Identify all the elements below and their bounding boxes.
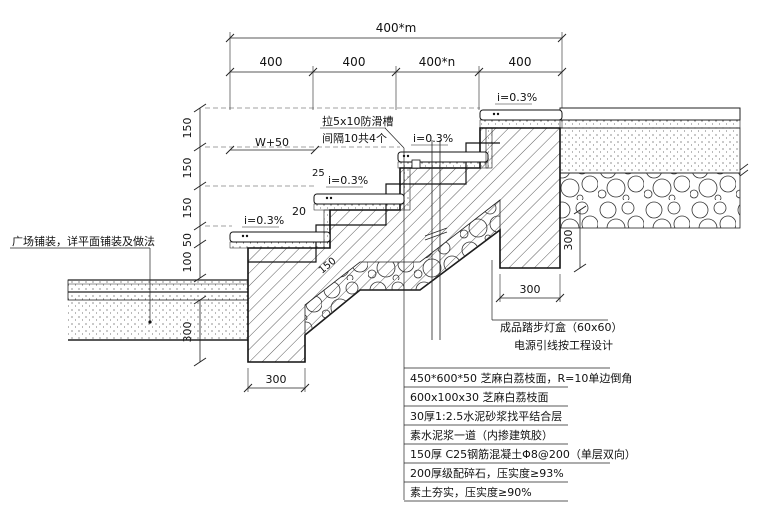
dim-nosing2: 20 <box>292 205 306 218</box>
dim-total: 400*m <box>376 21 417 35</box>
layer-5: 150厚 C25钢筋混凝土Φ8@200（单层双向） <box>410 447 636 461</box>
note-groove-1: 拉5x10防滑槽 <box>322 114 394 128</box>
note-lamp-1: 成品踏步灯盒（60x60） <box>500 320 623 334</box>
step-treads <box>229 109 563 249</box>
dim-rise-1: 150 <box>181 118 194 139</box>
layer-4: 素水泥浆一道（内掺建筑胶） <box>410 428 553 442</box>
layer-7: 素土夯实，压实度≥90% <box>410 485 532 499</box>
layer-3: 30厚1:2.5水泥砂浆找平结合层 <box>410 409 562 423</box>
layer-callouts: 450*600*50 芝麻白荔枝面，R=10单边倒角 600x100x30 芝麻… <box>404 367 636 502</box>
dim-w: W+50 <box>255 136 289 149</box>
dim-right-width: 300 <box>520 283 541 296</box>
plaza-paving <box>67 279 249 341</box>
dim-rise-5: 100 <box>181 252 194 273</box>
layer-1: 450*600*50 芝麻白荔枝面，R=10单边倒角 <box>410 371 632 385</box>
dim-rise-2: 150 <box>181 158 194 179</box>
dim-seg-2: 400 <box>343 55 366 69</box>
dim-seg-4: 400 <box>509 55 532 69</box>
upper-landing <box>559 107 749 229</box>
slope-labels: i=0.3% i=0.3% i=0.3% i=0.3% <box>242 91 537 228</box>
note-plaza: 广场铺装，详平面铺装及做法 <box>12 234 155 248</box>
dim-rise-3: 150 <box>181 198 194 219</box>
layer-6: 200厚级配碎石，压实度≥93% <box>410 466 564 480</box>
note-groove-2: 间隔10共4个 <box>322 132 387 145</box>
bottom-dimension: 300 <box>243 368 310 393</box>
slope-3: i=0.3% <box>413 132 453 145</box>
dim-nosing: 25 <box>312 168 325 179</box>
dim-seg-3: 400*n <box>419 55 456 69</box>
dim-right-depth: 300 <box>562 230 575 251</box>
slope-1: i=0.3% <box>244 214 284 227</box>
top-dimensions: 400*m 400 400 400*n 400 <box>225 21 567 110</box>
lamp-conduit <box>411 140 448 340</box>
gravel-under-stair <box>304 199 501 336</box>
w-dimension: W+50 <box>225 136 320 155</box>
slope-top: i=0.3% <box>497 91 537 104</box>
slope-2: i=0.3% <box>328 174 368 187</box>
leader-lines <box>10 127 608 500</box>
dim-seg-1: 400 <box>260 55 283 69</box>
dim-bottom-width: 300 <box>266 373 287 386</box>
left-dimensions: 150 150 150 50 100 300 <box>181 103 480 367</box>
layer-2: 600x100x30 芝麻白荔枝面 <box>410 390 549 404</box>
note-lamp-2: 电源引线按工程设计 <box>514 338 613 352</box>
right-dimensions: 300 300 <box>495 205 587 303</box>
dim-rise-4: 50 <box>181 233 194 247</box>
